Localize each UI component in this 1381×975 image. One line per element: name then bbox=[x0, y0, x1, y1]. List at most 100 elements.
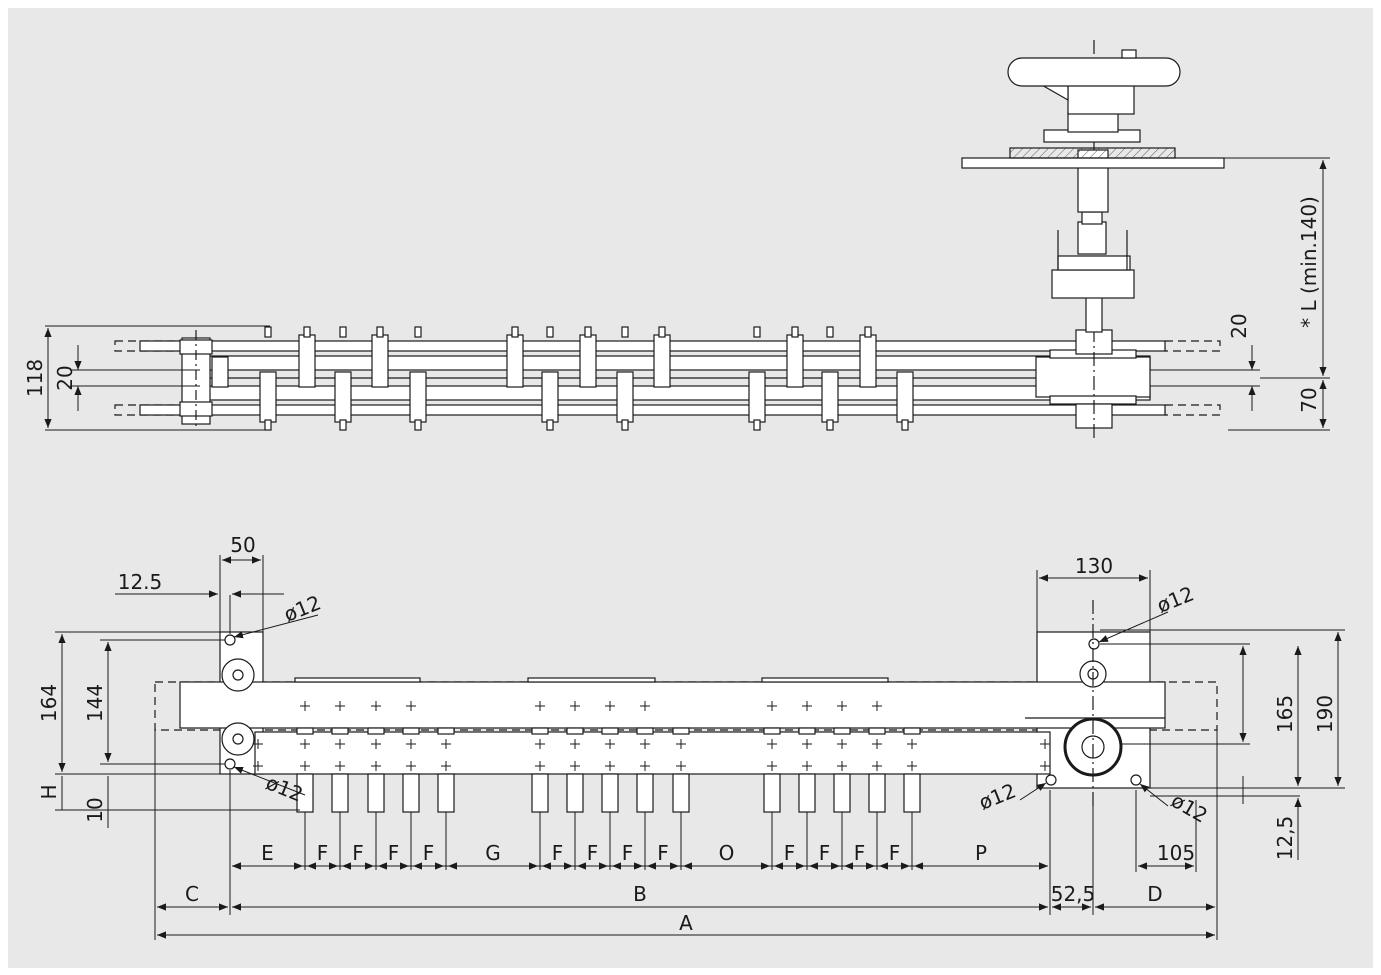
top-cover bbox=[527, 677, 656, 683]
right-hole-bottom-left bbox=[1045, 774, 1057, 786]
coupling-block bbox=[1051, 269, 1135, 299]
stud bbox=[826, 326, 834, 338]
bracket-lower bbox=[896, 371, 914, 423]
dim-20-left-label: 20 bbox=[53, 365, 77, 390]
dim-118-label: 118 bbox=[23, 359, 47, 397]
front-fasteners bbox=[253, 701, 1050, 771]
top-view-dimensions bbox=[44, 157, 1330, 431]
pad bbox=[903, 773, 921, 813]
dim-165-label: 165 bbox=[1273, 695, 1297, 733]
top-cover bbox=[294, 677, 421, 683]
bracket-upper bbox=[859, 334, 877, 388]
stud bbox=[753, 326, 761, 338]
dim-190-label: 190 bbox=[1313, 695, 1337, 733]
handwheel-hub bbox=[1067, 83, 1135, 115]
pad bbox=[636, 773, 654, 813]
chain-pitch-label: F bbox=[352, 841, 364, 865]
stud bbox=[546, 326, 554, 338]
top-view bbox=[114, 40, 1225, 440]
bracket-lower bbox=[259, 371, 277, 423]
bracket-upper bbox=[579, 334, 597, 388]
dim-H-label: H bbox=[37, 784, 61, 799]
dim-12-5-right-label: 12,5 bbox=[1273, 816, 1297, 861]
chain-pitch-label: F bbox=[587, 841, 599, 865]
chain-pitch-label: F bbox=[784, 841, 796, 865]
bracket-lower bbox=[334, 371, 352, 423]
chain-pitch-label: P bbox=[975, 841, 987, 865]
bracket-upper bbox=[298, 334, 316, 388]
chain-pitch-label: F bbox=[552, 841, 564, 865]
pad bbox=[531, 773, 549, 813]
chain-pitch-label: F bbox=[657, 841, 669, 865]
dim-52-5-label: 52,5 bbox=[1051, 882, 1096, 906]
chain-pitch-label: G bbox=[485, 841, 501, 865]
dim-70-label: 70 bbox=[1297, 387, 1321, 412]
dim-20-right-label: 20 bbox=[1227, 313, 1251, 338]
top-view-labels: 118 20 20 70 * L (min.140) bbox=[23, 196, 1321, 413]
lower-rail bbox=[254, 731, 1051, 775]
bracket-upper bbox=[653, 334, 671, 388]
top-cover bbox=[761, 677, 889, 683]
dim-B-label: B bbox=[633, 882, 647, 906]
right-hole-bottom-right bbox=[1130, 774, 1142, 786]
pad bbox=[331, 773, 349, 813]
chain-pitch-label: F bbox=[854, 841, 866, 865]
stud bbox=[339, 326, 347, 338]
chain-pitch-label: F bbox=[622, 841, 634, 865]
rail-top bbox=[139, 340, 1166, 352]
chain-pitch-label: F bbox=[423, 841, 435, 865]
chain-pitch-label: F bbox=[388, 841, 400, 865]
bracket-upper bbox=[371, 334, 389, 388]
stud bbox=[414, 326, 422, 338]
stud bbox=[264, 326, 272, 338]
chain-pitch-label: F bbox=[317, 841, 329, 865]
dim-144-label: 144 bbox=[83, 684, 107, 722]
pad bbox=[763, 773, 781, 813]
mounting-plate bbox=[961, 157, 1225, 169]
dim-105-label: 105 bbox=[1157, 841, 1195, 865]
bracket-lower bbox=[821, 371, 839, 423]
front-view-dimensions bbox=[55, 555, 1345, 940]
right-hole-top bbox=[1088, 638, 1100, 650]
chain-pitch-label: F bbox=[819, 841, 831, 865]
bracket-lower bbox=[748, 371, 766, 423]
rail-mid-upper bbox=[199, 355, 1151, 371]
dim-130-label: 130 bbox=[1075, 554, 1113, 578]
bracket-lower bbox=[409, 371, 427, 423]
top-brackets bbox=[259, 326, 914, 431]
chain-pitch-label: O bbox=[719, 841, 735, 865]
pad bbox=[367, 773, 385, 813]
dim-50-label: 50 bbox=[230, 533, 255, 557]
bracket-lower bbox=[541, 371, 559, 423]
pad bbox=[437, 773, 455, 813]
front-pads bbox=[294, 677, 921, 813]
dim-A-label: A bbox=[679, 911, 693, 935]
rail-bottom bbox=[139, 404, 1166, 416]
front-view-labels: 50 12.5 ø12 ø12 164 144 H 10 130 ø12 ø12… bbox=[37, 533, 1337, 935]
chain-pitch-label: F bbox=[889, 841, 901, 865]
bracket-upper bbox=[506, 334, 524, 388]
chain-pitch-label: E bbox=[261, 841, 274, 865]
pad bbox=[601, 773, 619, 813]
pad bbox=[402, 773, 420, 813]
left-sprocket-top bbox=[221, 658, 255, 692]
pad bbox=[833, 773, 851, 813]
dim-D-label: D bbox=[1147, 882, 1162, 906]
stud bbox=[621, 326, 629, 338]
handwheel bbox=[1007, 57, 1181, 87]
pad bbox=[868, 773, 886, 813]
dim-L-label: * L (min.140) bbox=[1297, 196, 1321, 328]
bracket-upper bbox=[786, 334, 804, 388]
dim-C-label: C bbox=[185, 882, 199, 906]
front-view bbox=[154, 600, 1218, 813]
dim-12-5-label: 12.5 bbox=[118, 570, 163, 594]
pad bbox=[798, 773, 816, 813]
pad bbox=[672, 773, 690, 813]
left-sprocket-bottom bbox=[221, 722, 255, 756]
bracket-lower bbox=[616, 371, 634, 423]
dim-164-label: 164 bbox=[37, 684, 61, 722]
dim-10-label: 10 bbox=[83, 797, 107, 822]
pad bbox=[566, 773, 584, 813]
right-end-housing bbox=[1035, 356, 1151, 398]
